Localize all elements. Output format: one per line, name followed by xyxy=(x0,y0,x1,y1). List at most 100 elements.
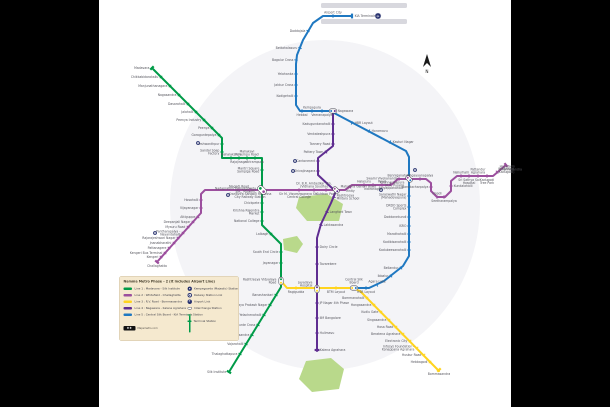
station-doddajala: Doddajala xyxy=(290,29,310,33)
station-seetharampalya: Seetharampalya xyxy=(431,195,457,203)
station-airport-city: Airport City xyxy=(324,10,342,18)
station-bagalur-cross: Bagalur Cross xyxy=(272,58,298,62)
station-kundalahalli: Kundalahalli xyxy=(449,184,473,188)
railway-link-icon xyxy=(226,193,230,197)
legend-symbol-label: Railway Station Link xyxy=(194,293,223,297)
station-label: Beratena Agrahara xyxy=(371,332,401,336)
station-label: Kalena Agrahara xyxy=(320,348,346,352)
svg-text:✈: ✈ xyxy=(376,13,379,18)
legend-symbol-label: Terminal Station xyxy=(193,319,217,323)
station-label: Marathahalli xyxy=(387,232,406,236)
railway-link-icon xyxy=(291,169,295,173)
station-venkateshpura: Venkateshpura xyxy=(307,132,335,136)
station-label: Cubbon Park xyxy=(316,192,336,196)
legend-line-label: Line 3 : R.V. Road - Bommasandra xyxy=(134,300,182,304)
station-label: Pantharapalya -Nayandahalli xyxy=(156,230,181,237)
station-label: Indiranagar xyxy=(364,187,383,191)
station-label: Hebbagodi xyxy=(411,360,428,364)
line-2-swatch xyxy=(123,294,132,297)
station-label: Srirampura xyxy=(246,160,263,164)
station-label: Vajarahalli xyxy=(227,342,243,346)
station-infosys-foundation-konappana-agrahara: Infosys Foundation -Konappana Agrahara xyxy=(382,345,419,352)
station-sir-m-visveshwaraya-stn-central-college: Sir M. Visveshwaraya Stn.Central College xyxy=(279,188,319,199)
legend-title: Namma Metro Phase - 2 (It includes Airpo… xyxy=(123,279,215,284)
station-cantonment: Cantonment xyxy=(293,159,320,163)
station-label: South End Circle xyxy=(253,250,279,254)
line-purple xyxy=(156,164,507,263)
interchange-nagawara: Nagawara xyxy=(328,108,353,114)
legend-columns: Line 1 : Madavara - Silk Institute Line … xyxy=(123,286,238,333)
station-label: Yelachenahalli xyxy=(239,313,261,317)
station-label: Kundalahalli xyxy=(454,184,473,188)
station-label: HSR Layout xyxy=(357,290,376,294)
legend-line-label: Line 5 : Central Silk Board - KIA Termin… xyxy=(134,313,193,317)
station-mahalakshmi: Mahalakshmi xyxy=(221,152,241,160)
legend-line-row: Line 2 : Whitefield - Challaghatta xyxy=(123,292,188,299)
legend-symbol-row: Kempegowda (Majestic) Station xyxy=(187,286,238,293)
station-label: Tannery Road xyxy=(308,142,330,146)
station-label: Hosa Road xyxy=(377,325,394,329)
station-madavara: Madavara xyxy=(134,65,155,71)
station-label: Saraswathi Nagar(Mahadevapura) xyxy=(379,193,407,200)
railway-link-icon xyxy=(379,188,383,192)
station-label: Rajajinagar xyxy=(230,160,248,164)
station-ibbalur: Ibbalur xyxy=(378,274,393,278)
railway-link-icon xyxy=(293,159,297,163)
station-huskur-road: Huskur Road xyxy=(402,353,426,357)
station-label: Airport City xyxy=(324,10,342,14)
station-label: Kadubeesanahalli xyxy=(379,248,407,252)
station-goraguntepalya: Goraguntepalya xyxy=(191,133,221,137)
station-label: Kadugundanahalli xyxy=(303,122,331,126)
svg-text:N: N xyxy=(425,69,428,74)
station-label: HBR Layout xyxy=(355,121,374,125)
station-label: Sir M. Visveshwaraya Stn.Central College xyxy=(279,192,319,199)
station-label: ISRO xyxy=(399,224,407,228)
map-credit: Mapsmetro.com xyxy=(137,326,158,330)
station-rajajinagar: Rajajinagar xyxy=(230,156,248,164)
station-benniganahalli: Benniganahalli xyxy=(388,173,411,181)
station-label: Bommasandra xyxy=(428,372,451,376)
station-label: National College xyxy=(234,219,260,223)
interchange-mg-road: Mahatma Gandhi Road xyxy=(332,185,376,194)
station-label: Venkateshpura xyxy=(307,132,330,136)
station-hebbal: Hebbal xyxy=(297,109,308,117)
station-nallurhalli: Nallurhalli xyxy=(453,170,469,178)
legend-line-label: Line 4 : Nagawara - Kalena Agrahara xyxy=(134,306,186,310)
legend-credit: ◉◉ Mapsmetro.com xyxy=(123,326,235,331)
station-tavarekere: Tavarekere xyxy=(315,262,336,266)
station-kasturi-nagar: Kasturi Nagar xyxy=(388,140,414,144)
station-label: Ibbalur xyxy=(378,274,390,278)
station-jalahalli: Jalahalli xyxy=(180,110,198,114)
station-label: Jayanagar xyxy=(262,261,279,265)
station-yeshwanthpur: Yeshwanthpur xyxy=(196,141,224,146)
station-label: Silk Institute xyxy=(207,370,226,374)
station-label: Yelahanka xyxy=(278,72,294,76)
station-label: Chikkabidarakallu xyxy=(131,75,159,79)
station-indiranagar: Indiranagar xyxy=(364,183,383,191)
station-btm-layout: BTM Layout xyxy=(327,286,346,294)
legend-line-row: Line 1 : Madavara - Silk Institute xyxy=(123,286,188,293)
station-manjunathanagara: Manjunathanagara xyxy=(138,84,172,88)
station-horamavu: Horamavu xyxy=(367,129,388,133)
station-hosahalli: Hosahalli xyxy=(184,198,203,202)
station-shivajinagara: Shivajinagara xyxy=(291,169,320,173)
legend-symbol-row: Station xyxy=(187,312,239,319)
station-iim-bangalore: IIM Bangalore xyxy=(315,316,341,320)
station-whitefield-kadugodi: Whitefield(Kadugodi) xyxy=(498,162,514,174)
station-label: Kengeri Bus Terminal xyxy=(130,251,163,255)
station-bommanahalli: Bommanahalli xyxy=(342,296,369,300)
interchange-kr-puram: Krishnarajapura(K.R. Puram) xyxy=(380,168,417,188)
station-nagasandra: Nagasandra xyxy=(158,93,181,97)
